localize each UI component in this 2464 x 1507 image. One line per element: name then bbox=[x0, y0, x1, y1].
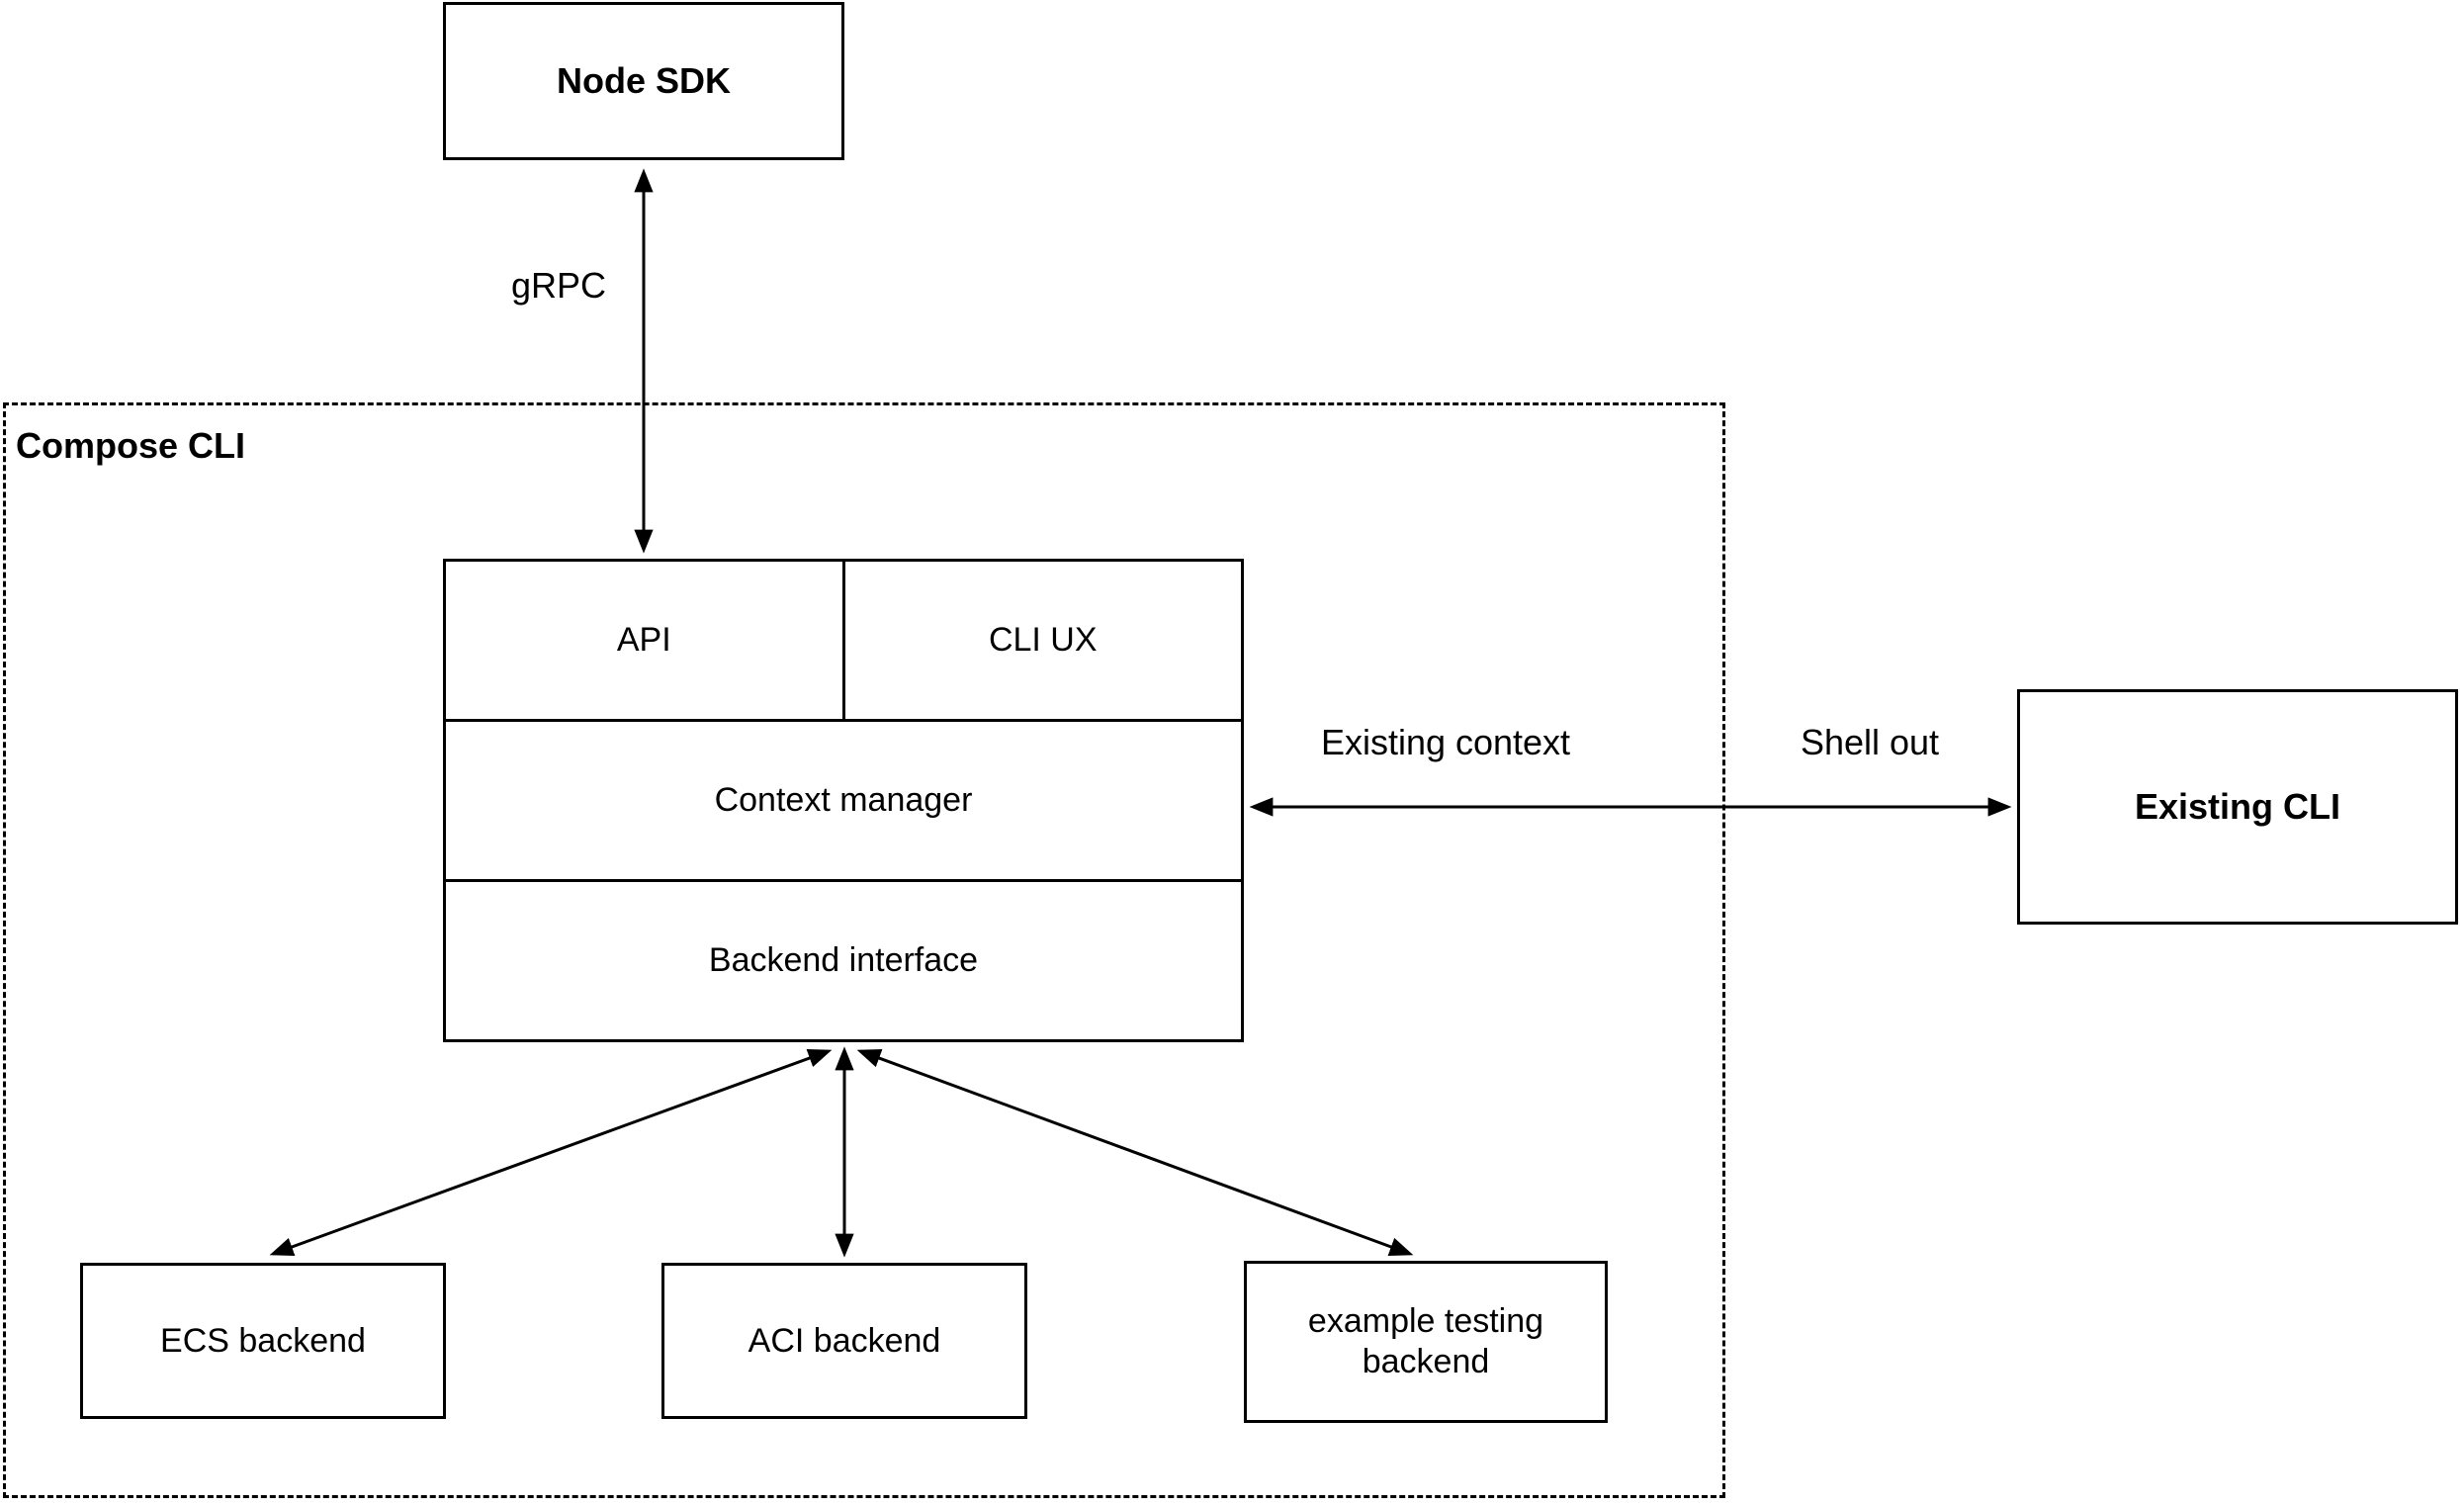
node-context-manager: Context manager bbox=[446, 719, 1241, 879]
edge-label-shell-out: Shell out bbox=[1796, 722, 1944, 763]
node-node-sdk: Node SDK bbox=[443, 2, 844, 160]
node-context-manager-label: Context manager bbox=[714, 781, 973, 819]
node-cli-stack: API CLI UX Context manager Backend inter… bbox=[443, 559, 1244, 1042]
edge-label-existing-context: Existing context bbox=[1316, 722, 1575, 763]
node-aci-backend: ACI backend bbox=[661, 1263, 1027, 1419]
node-node-sdk-label: Node SDK bbox=[556, 60, 731, 102]
node-cli-ux-label: CLI UX bbox=[988, 621, 1098, 659]
node-backend-interface-label: Backend interface bbox=[708, 941, 979, 979]
node-ecs-backend: ECS backend bbox=[80, 1263, 446, 1419]
stack-top-row: API CLI UX bbox=[446, 562, 1241, 719]
node-api: API bbox=[446, 562, 845, 719]
edge-label-grpc: gRPC bbox=[506, 265, 611, 307]
compose-cli-group: Compose CLI bbox=[3, 402, 1725, 1498]
node-example-testing-backend-label: example testing backend bbox=[1307, 1302, 1544, 1380]
compose-cli-group-label: Compose CLI bbox=[16, 425, 246, 466]
node-backend-interface: Backend interface bbox=[446, 879, 1241, 1039]
node-api-label: API bbox=[616, 621, 671, 659]
node-existing-cli-label: Existing CLI bbox=[2134, 786, 2341, 828]
node-ecs-backend-label: ECS backend bbox=[160, 1321, 366, 1360]
node-aci-backend-label: ACI backend bbox=[748, 1321, 941, 1360]
node-existing-cli: Existing CLI bbox=[2017, 689, 2458, 925]
node-example-testing-backend: example testing backend bbox=[1244, 1261, 1608, 1423]
node-cli-ux: CLI UX bbox=[845, 562, 1242, 719]
